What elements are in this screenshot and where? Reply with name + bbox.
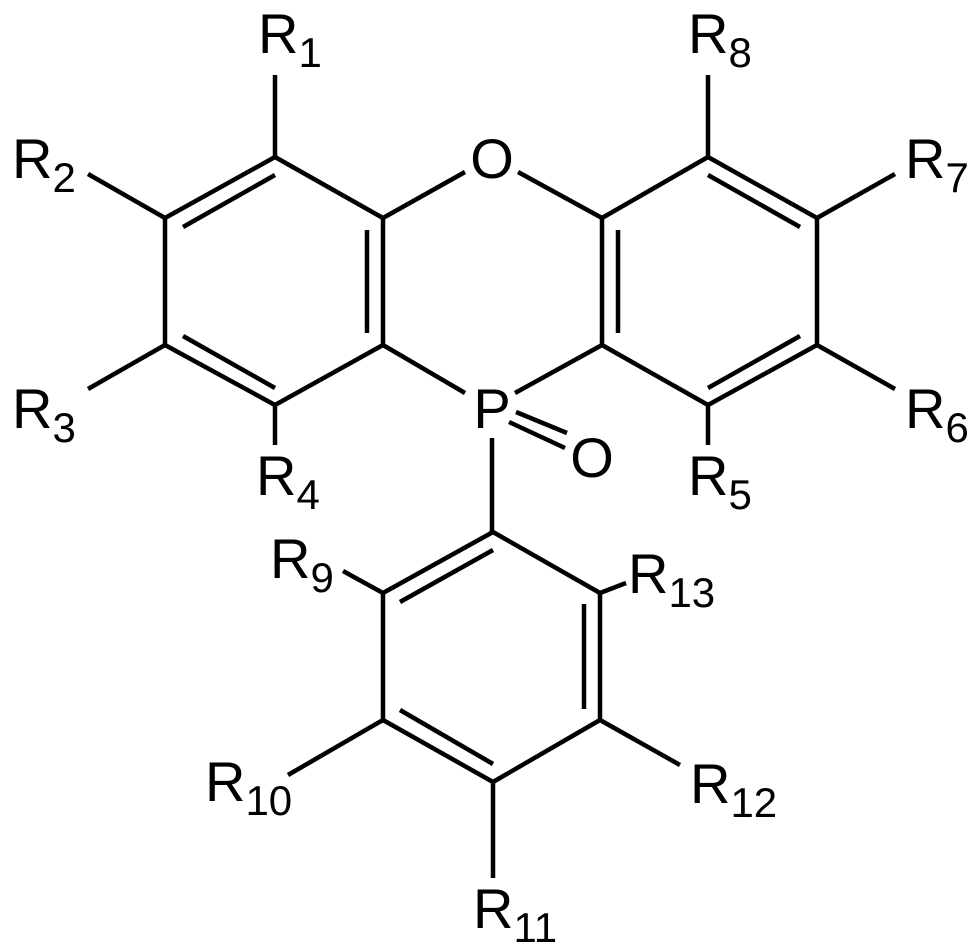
label-r12: R12 xyxy=(690,752,777,826)
label-r10: R10 xyxy=(205,750,292,824)
label-r11: R11 xyxy=(473,877,557,951)
label-r8: R8 xyxy=(688,2,752,76)
atom-phosphorus: P xyxy=(473,377,510,440)
label-r5: R5 xyxy=(688,444,752,518)
label-r13: R13 xyxy=(628,542,715,616)
central-ring-bonds xyxy=(383,172,602,532)
atom-oxygen-oxide: O xyxy=(570,426,614,489)
label-r7: R7 xyxy=(905,127,969,201)
label-r3: R3 xyxy=(12,377,76,451)
label-r4: R4 xyxy=(256,444,320,518)
right-benzene-ring xyxy=(602,157,817,405)
label-r9: R9 xyxy=(270,527,334,601)
atom-oxygen-bridge: O xyxy=(470,127,514,190)
label-r6: R6 xyxy=(905,377,969,451)
left-benzene-ring xyxy=(165,157,383,405)
label-r1: R1 xyxy=(258,2,322,76)
bottom-phenyl-ring xyxy=(383,532,600,782)
label-r2: R2 xyxy=(12,127,76,201)
